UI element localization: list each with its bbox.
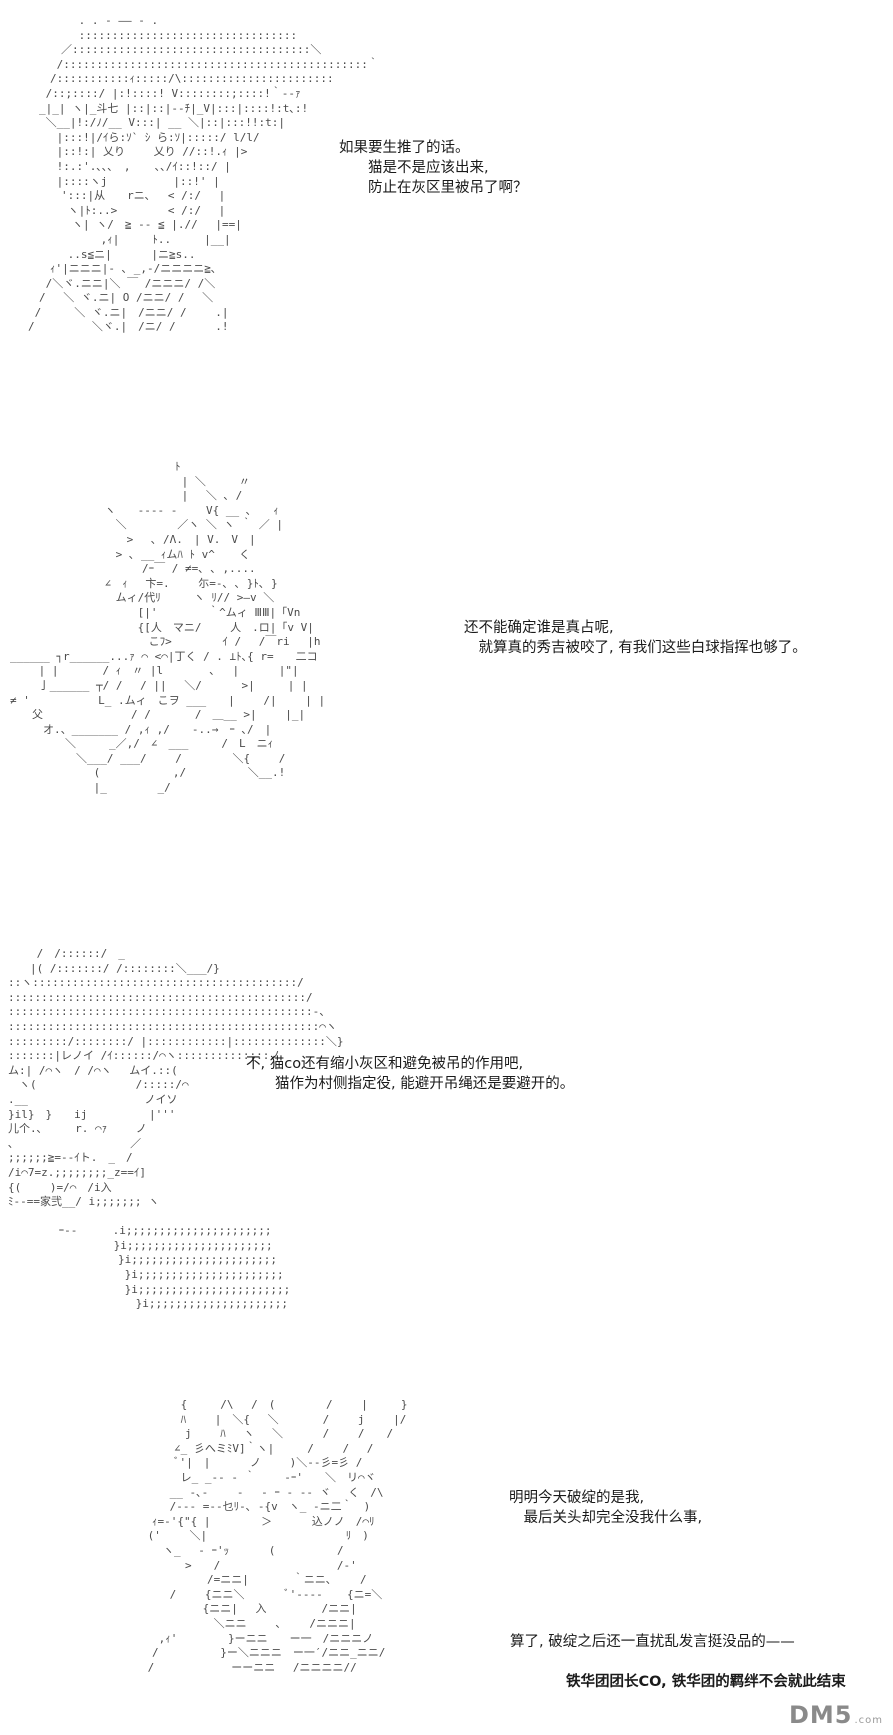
dialogue-line: 猫作为村侧指定役, 能避开吊绳还是要避开的。 bbox=[246, 1076, 575, 1092]
panel-1: . . - ―― - . :::::::::::::::::::::::::::… bbox=[0, 0, 893, 400]
panel-2: ﾄ | ＼ 〃 | ＼ ､ / ヽ ---- - V{ __ ､ ｨ ＼ ／ヽ … bbox=[0, 440, 893, 910]
dialogue-5: 算了, 破绽之后还一直扰乱发言挺没品的—— bbox=[510, 1632, 795, 1652]
dialogue-line: 防止在灰区里被吊了啊？ bbox=[339, 180, 528, 196]
dialogue-6: 铁华团团长CO, 铁华团的羁绊不会就此结束 bbox=[566, 1672, 846, 1692]
dialogue-3: 不, 猫co还有缩小灰区和避免被吊的作用吧, 猫作为村侧指定役, 能避开吊绳还是… bbox=[246, 1054, 574, 1094]
dialogue-line-bold: 铁华团团长CO, 铁华团的羁绊不会就此结束 bbox=[566, 1674, 846, 1690]
dialogue-line: 明明今天破绽的是我, bbox=[509, 1490, 645, 1506]
dialogue-2: 还不能确定谁是真占呢, 就算真的秀吉被咬了, 有我们这些白球指挥也够了。 bbox=[464, 618, 807, 658]
dialogue-4: 明明今天破绽的是我, 最后关头却完全没我什么事, bbox=[509, 1488, 702, 1528]
dialogue-line: 最后关头却完全没我什么事, bbox=[509, 1510, 703, 1526]
dialogue-line: 就算真的秀吉被咬了, 有我们这些白球指挥也够了。 bbox=[464, 640, 807, 656]
site-watermark: DM5.com bbox=[789, 1701, 883, 1729]
dialogue-line: 算了, 破绽之后还一直扰乱发言挺没品的—— bbox=[510, 1634, 795, 1650]
ascii-art-character-3: / /::::::/ _ |( /:::::::/ /::::::::＼___/… bbox=[8, 947, 344, 1311]
ascii-art-character-1: . . - ―― - . :::::::::::::::::::::::::::… bbox=[28, 14, 379, 334]
dialogue-line: 如果要生推了的话。 bbox=[339, 140, 470, 156]
dialogue-line: 不, 猫co还有缩小灰区和避免被吊的作用吧, bbox=[246, 1056, 524, 1072]
ascii-art-character-2: ﾄ | ＼ 〃 | ＼ ､ / ヽ ---- - V{ __ ､ ｨ ＼ ／ヽ … bbox=[10, 460, 326, 795]
dialogue-1: 如果要生推了的话。 猫是不是应该出来, 防止在灰区里被吊了啊？ bbox=[339, 138, 528, 198]
dialogue-line: 还不能确定谁是真占呢, bbox=[464, 620, 614, 636]
dialogue-line: 猫是不是应该出来, bbox=[339, 160, 489, 176]
watermark-suffix: .com bbox=[854, 1715, 883, 1726]
ascii-art-character-4: { /\ / ( / | } ﾊ | ＼{ ＼ / j |/ j ﾊ ヽ ＼ /… bbox=[147, 1398, 408, 1674]
panel-3: / /::::::/ _ |( /:::::::/ /::::::::＼___/… bbox=[0, 940, 893, 1390]
panel-4: { /\ / ( / | } ﾊ | ＼{ ＼ / j |/ j ﾊ ヽ ＼ /… bbox=[0, 1390, 893, 1735]
watermark-logo: DM5 bbox=[788, 1701, 853, 1729]
